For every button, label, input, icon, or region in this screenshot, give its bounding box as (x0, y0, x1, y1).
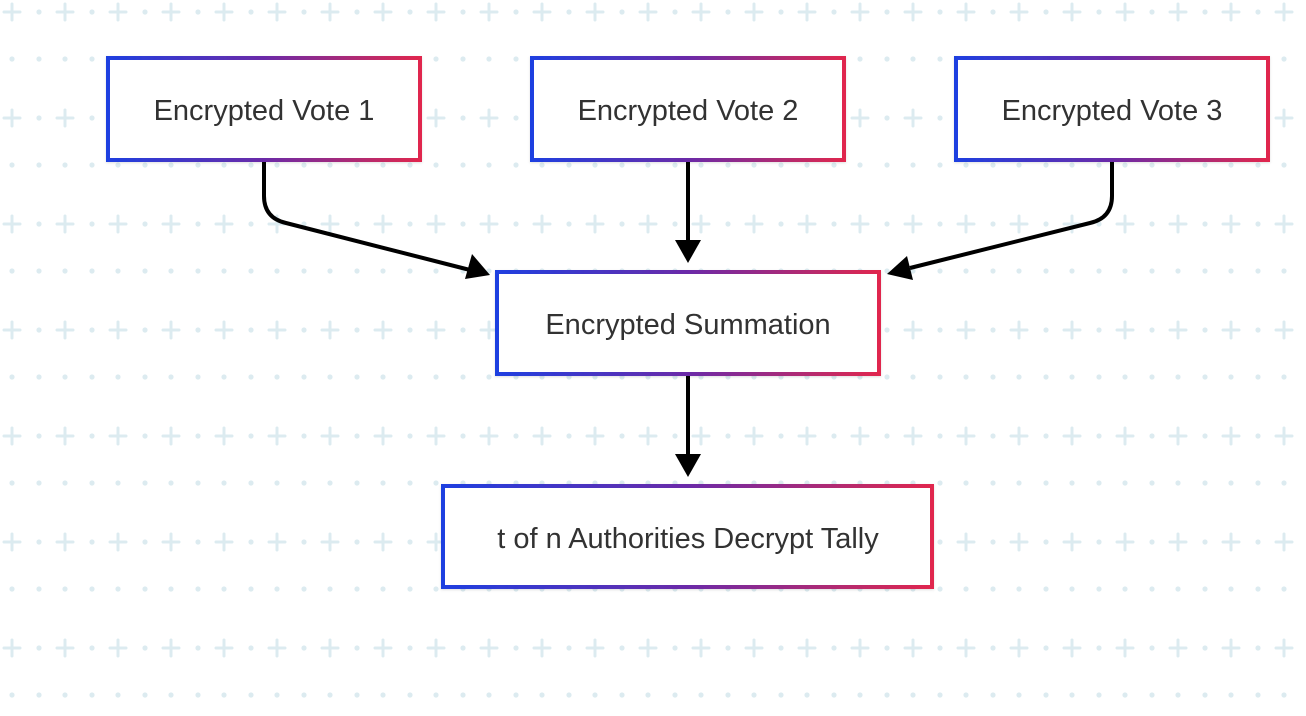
node-encrypted-vote-3[interactable]: Encrypted Vote 3 (954, 56, 1270, 162)
node-label-vote-1: Encrypted Vote 1 (154, 95, 375, 127)
node-label-decrypt-tally: t of n Authorities Decrypt Tally (497, 523, 879, 555)
edge-vote1-to-summation (262, 160, 471, 272)
arrowhead-vote2 (675, 240, 701, 263)
arrowhead-vote1 (465, 254, 490, 279)
edge-vote3-to-summation (909, 160, 1114, 270)
arrowhead-vote3 (887, 256, 913, 280)
node-encrypted-summation[interactable]: Encrypted Summation (495, 270, 881, 376)
node-label-summation: Encrypted Summation (545, 309, 830, 341)
node-encrypted-vote-1[interactable]: Encrypted Vote 1 (106, 56, 422, 162)
node-label-vote-2: Encrypted Vote 2 (578, 95, 799, 127)
arrowhead-summation (675, 454, 701, 477)
node-authorities-decrypt-tally[interactable]: t of n Authorities Decrypt Tally (441, 484, 934, 589)
edges (262, 160, 1114, 477)
node-label-vote-3: Encrypted Vote 3 (1002, 95, 1223, 127)
node-encrypted-vote-2[interactable]: Encrypted Vote 2 (530, 56, 846, 162)
